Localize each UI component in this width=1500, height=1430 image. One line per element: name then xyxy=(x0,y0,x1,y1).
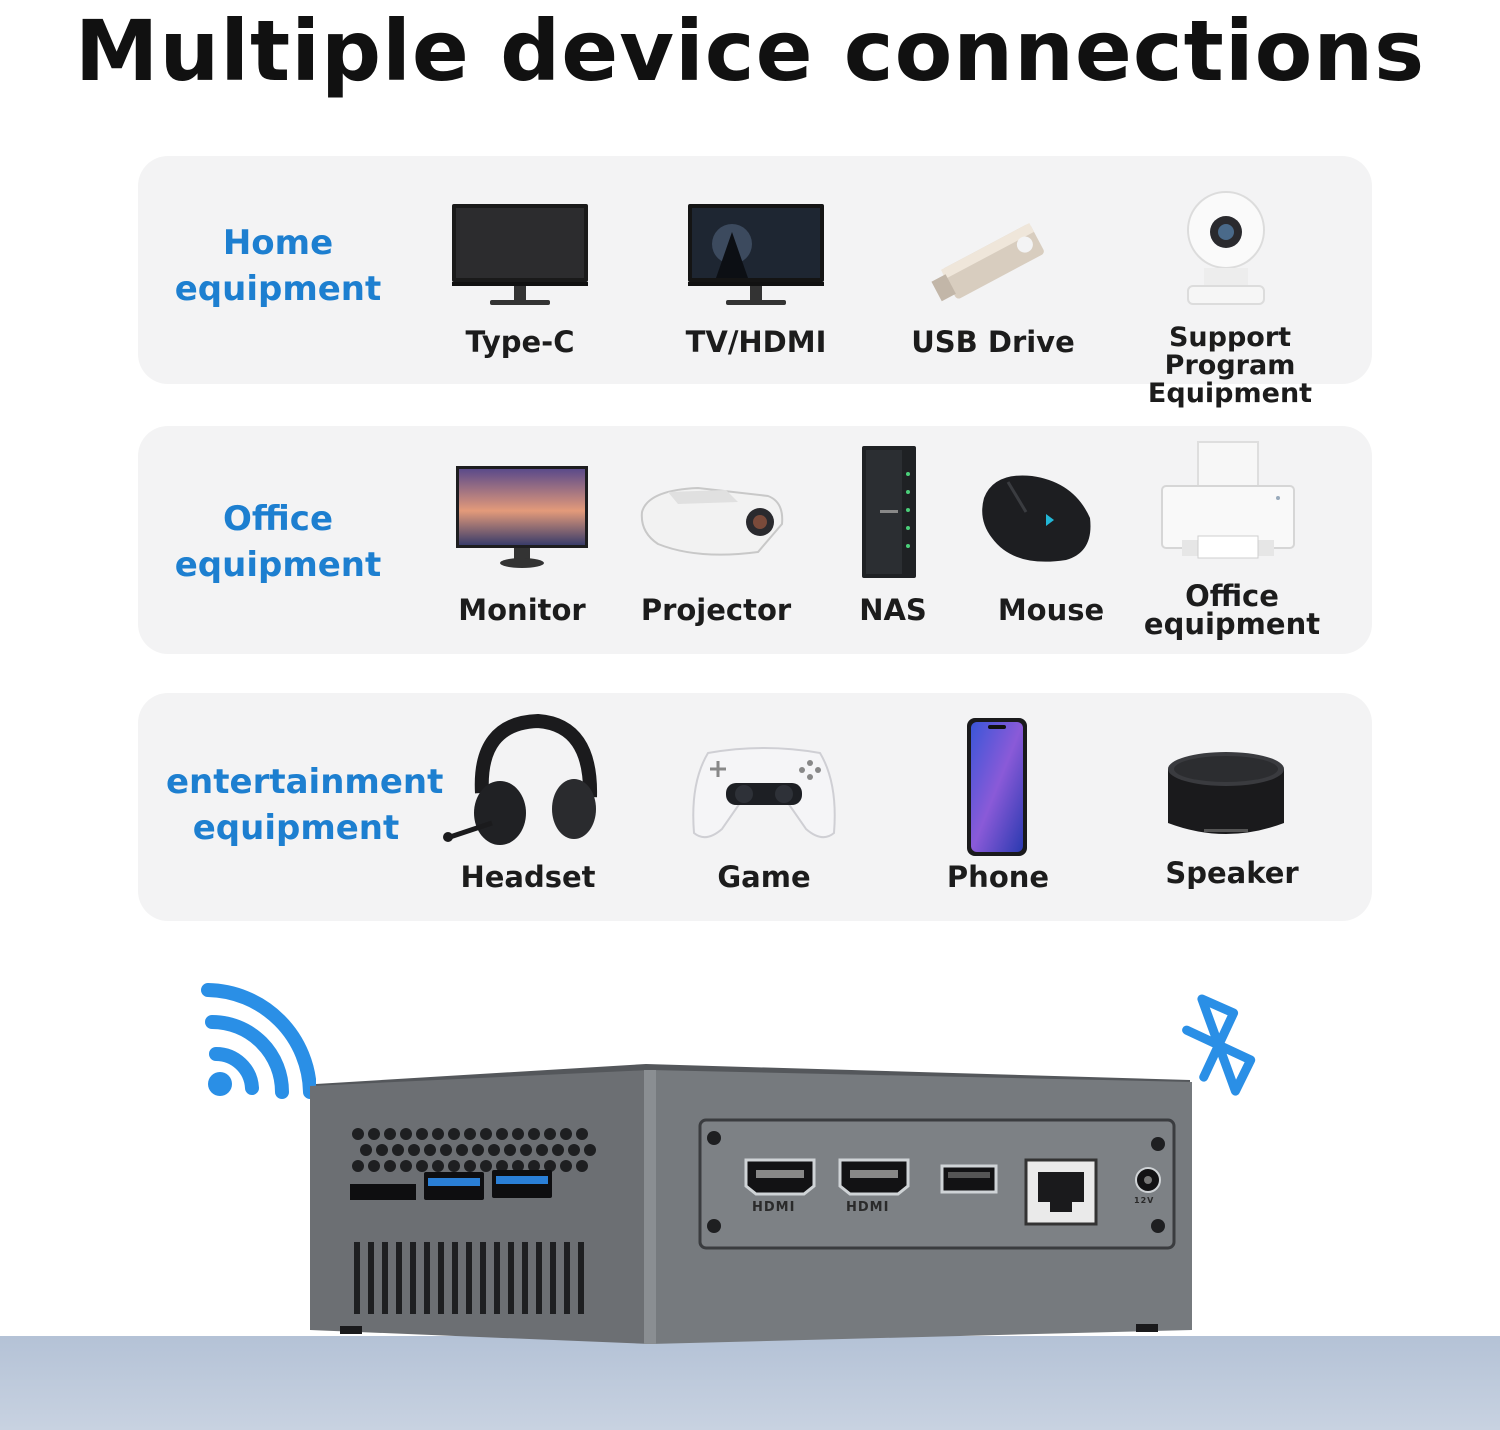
nas-icon xyxy=(862,446,916,578)
category-line: equipment xyxy=(174,545,382,585)
item-label-headset: Headset xyxy=(460,860,596,894)
monitor-icon xyxy=(456,466,588,568)
office-equipment-panel: Office equipment Monitor Projector xyxy=(138,426,1372,654)
item-label-projector: Projector xyxy=(640,593,792,627)
printer-icon xyxy=(1161,441,1295,559)
home-equipment-panel: Home equipment Type-C TV/HDMI USB Drive xyxy=(138,156,1372,408)
hdmi-port-label: HDMI xyxy=(752,1200,796,1215)
entertainment-category-label: entertainment equipment xyxy=(166,759,444,851)
speaker-icon xyxy=(1168,752,1284,834)
bluetooth-icon xyxy=(1182,994,1256,1096)
item-label-office-equipment: Office equipment xyxy=(1134,579,1330,641)
security-camera-icon xyxy=(1187,191,1265,305)
mini-pc-device xyxy=(310,1064,1192,1344)
item-label-support-program: Support Program Equipment xyxy=(1100,324,1360,408)
label-line: Support Program xyxy=(1164,322,1296,381)
item-label-type-c: Type-C xyxy=(465,325,575,359)
page-title: Multiple device connections xyxy=(74,2,1426,100)
office-category-label: Office equipment xyxy=(158,496,398,588)
mouse-icon xyxy=(982,475,1091,562)
item-label-phone: Phone xyxy=(946,860,1050,894)
tv-icon xyxy=(688,204,824,305)
usb-drive-icon xyxy=(931,222,1044,302)
dc-port-label: 12V xyxy=(1134,1196,1155,1205)
monitor-icon xyxy=(452,204,588,305)
category-line: Home xyxy=(222,223,334,263)
item-label-nas: NAS xyxy=(859,593,927,627)
phone-icon xyxy=(967,718,1027,856)
label-line: Equipment xyxy=(1147,378,1313,409)
item-label-usb-drive: USB Drive xyxy=(911,325,1075,359)
category-line: Office xyxy=(222,499,334,539)
wifi-icon xyxy=(201,983,316,1099)
item-label-tv-hdmi: TV/HDMI xyxy=(685,325,827,359)
category-line: entertainment xyxy=(166,762,444,802)
item-label-mouse: Mouse xyxy=(997,593,1105,627)
headset-icon xyxy=(443,713,598,845)
category-line: equipment xyxy=(192,808,400,848)
table-surface xyxy=(0,1336,1500,1430)
item-label-speaker: Speaker xyxy=(1165,856,1299,890)
projector-icon xyxy=(640,486,784,556)
hdmi-port-label: HDMI xyxy=(846,1200,890,1215)
item-label-game: Game xyxy=(717,860,811,894)
label-line: equipment xyxy=(1143,607,1321,641)
entertainment-equipment-panel: entertainment equipment Headset Game xyxy=(138,693,1372,921)
gamepad-icon xyxy=(692,747,836,839)
item-label-monitor: Monitor xyxy=(458,593,586,627)
home-category-label: Home equipment xyxy=(158,220,398,312)
category-line: equipment xyxy=(174,269,382,309)
label-line: Office xyxy=(1185,579,1279,613)
